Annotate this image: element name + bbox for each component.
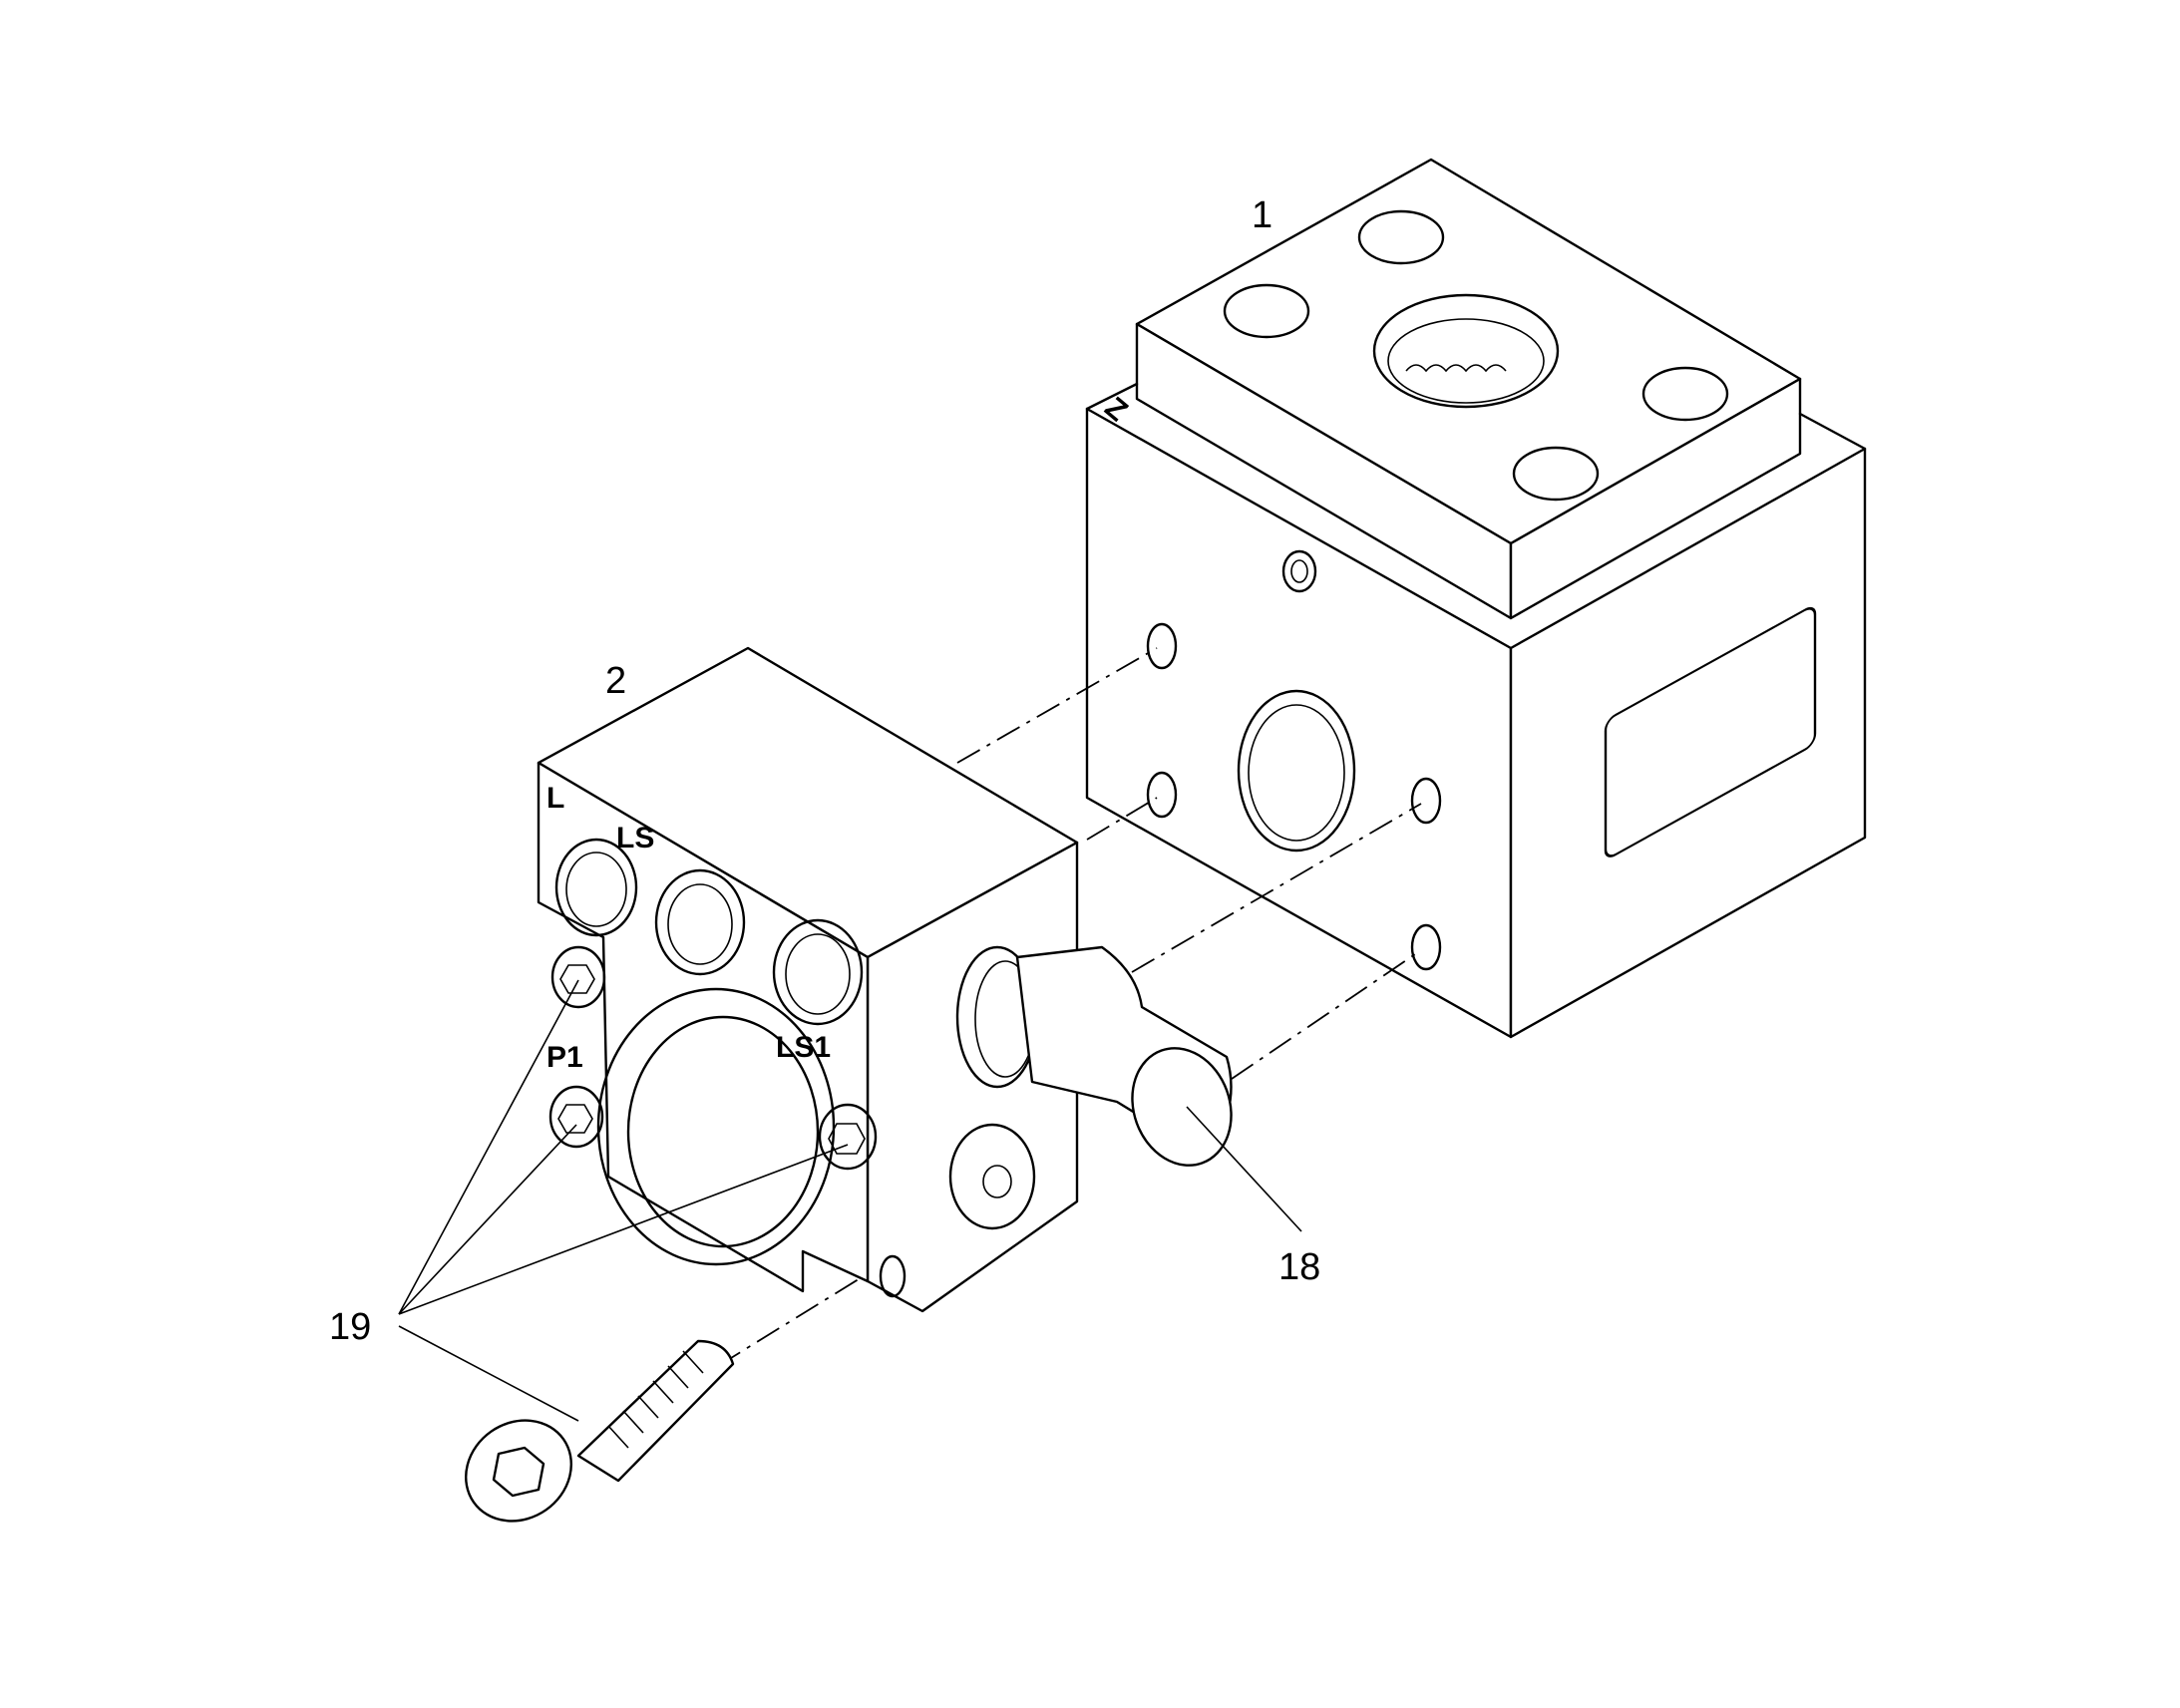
callout-1: 1 xyxy=(1252,194,1272,236)
port-ls-opening xyxy=(654,868,746,976)
alignment-line xyxy=(1231,949,1422,1080)
cap-screw-part-19 xyxy=(465,1339,735,1523)
top-plate-right-face xyxy=(1509,377,1802,620)
top-bolt-hole xyxy=(1223,283,1310,339)
large-bore-inner xyxy=(626,1015,820,1248)
mounting-hole xyxy=(1410,923,1442,971)
sensor-part-18 xyxy=(955,945,1233,1167)
body-right-face xyxy=(1509,447,1867,1039)
socket-screw-head xyxy=(550,945,606,1009)
callout-18: 18 xyxy=(1278,1246,1320,1288)
side-plug-socket xyxy=(982,1165,1012,1198)
alignment-lines xyxy=(717,647,1422,1367)
port-l-opening xyxy=(554,838,638,937)
mounting-hole xyxy=(1146,622,1178,670)
leader-line-18 xyxy=(1186,1106,1302,1232)
port-l-inner xyxy=(565,852,627,927)
callout-19: 19 xyxy=(329,1306,371,1348)
alignment-line xyxy=(1086,797,1158,841)
large-bore-outer xyxy=(596,987,836,1266)
hex-socket xyxy=(828,1123,866,1155)
leader-line-19 xyxy=(398,1124,577,1315)
alignment-line xyxy=(1131,803,1422,973)
lower-hole xyxy=(879,1254,907,1298)
side-window xyxy=(1604,606,1817,857)
body-small-port-inner xyxy=(1290,559,1308,583)
port-label-ls: LS xyxy=(616,822,654,854)
thread-lines xyxy=(607,1350,704,1449)
screw-thread xyxy=(576,1339,735,1483)
mounting-hole xyxy=(1146,771,1178,819)
alignment-line xyxy=(956,647,1158,764)
body-top-edge xyxy=(1798,412,1867,451)
top-port-opening xyxy=(1372,293,1560,409)
leader-line-19 xyxy=(398,1144,849,1315)
socket-screw-head xyxy=(818,1103,878,1171)
body-small-port xyxy=(1281,549,1317,593)
body-center-port xyxy=(1237,689,1356,853)
mounting-hole xyxy=(1410,777,1442,825)
leader-lines xyxy=(398,979,1302,1422)
top-bolt-hole xyxy=(1357,209,1445,265)
top-bolt-hole xyxy=(1512,446,1600,502)
callout-2: 2 xyxy=(605,660,626,702)
socket-screw-head xyxy=(548,1085,604,1149)
valve-block-part-1: Z xyxy=(1085,158,1867,1039)
port-ls1-opening xyxy=(772,918,864,1026)
port-grid xyxy=(1405,364,1507,373)
leader-line-19 xyxy=(398,1325,579,1422)
leader-line-19 xyxy=(398,979,579,1315)
body-top-edge xyxy=(1085,382,1139,411)
port-label-ls1: LS1 xyxy=(776,1031,831,1064)
screw-head xyxy=(465,1419,572,1523)
port-label-l: L xyxy=(546,782,564,815)
top-bolt-hole xyxy=(1641,366,1729,422)
body-center-port-ring xyxy=(1248,704,1345,842)
top-port-inner xyxy=(1387,318,1545,404)
screw-hex-socket xyxy=(492,1446,545,1498)
hex-socket xyxy=(557,1104,593,1134)
side-plug xyxy=(948,1123,1036,1230)
port-ls-inner xyxy=(667,883,733,965)
alignment-line xyxy=(717,1260,889,1367)
port-label-p1: P1 xyxy=(546,1041,583,1074)
sensor-cap xyxy=(1131,1047,1233,1167)
adapter-front-face xyxy=(537,761,870,1293)
port-ls1-inner xyxy=(785,933,851,1015)
hex-socket xyxy=(559,964,595,994)
